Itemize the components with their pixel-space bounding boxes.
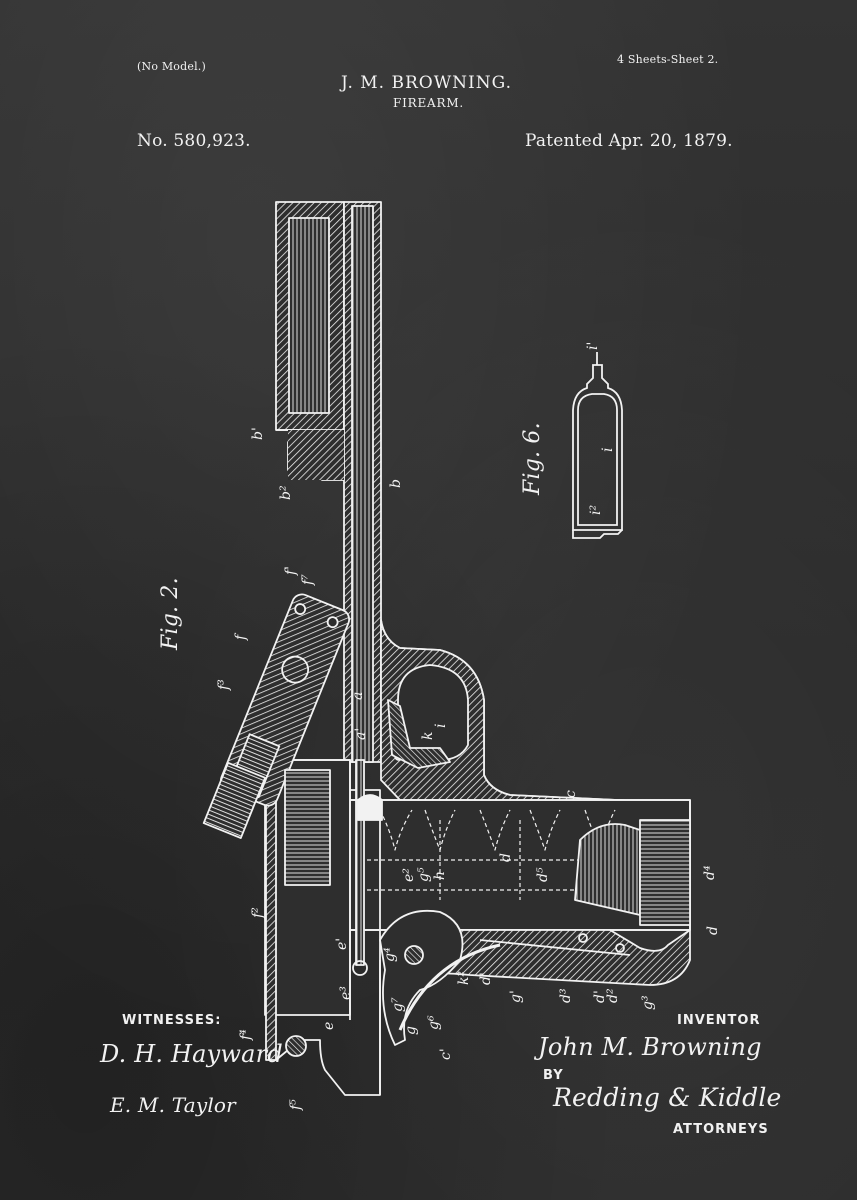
svg-text:c: c [563,790,579,798]
inventor-heading: J. M. BROWNING. [340,73,513,93]
inventor-label: INVENTOR [677,1013,761,1028]
svg-text:e: e [321,1022,337,1030]
svg-text:b': b' [250,427,266,440]
svg-text:f⁵: f⁵ [288,1099,304,1111]
svg-text:d': d' [592,990,608,1003]
svg-text:e²: e² [401,868,417,882]
fig2-pistol [202,201,691,1096]
svg-text:f³: f³ [216,679,232,691]
witness-signature-2: E. M. Taylor [110,1093,236,1117]
svg-text:a: a [350,692,366,700]
svg-text:i': i' [585,342,601,350]
svg-text:d⁴: d⁴ [702,865,718,880]
svg-text:i: i [433,724,449,728]
svg-text:b: b [388,479,404,488]
svg-text:g': g' [508,990,524,1003]
attorneys-label: ATTORNEYS [673,1122,769,1137]
svg-text:e³: e³ [338,986,354,1000]
inventor-signature: John M. Browning [538,1033,762,1061]
svg-text:b²: b² [278,485,294,500]
svg-text:f⁷: f⁷ [300,574,316,586]
svg-text:k²: k² [456,971,472,985]
svg-text:f⁴: f⁴ [238,1029,254,1041]
svg-text:f: f [233,632,249,641]
model-note: (No Model.) [137,60,206,73]
sheet-info: 4 Sheets-Sheet 2. [617,53,719,66]
svg-text:d⁵: d⁵ [535,867,551,882]
svg-text:a': a' [353,728,369,740]
svg-text:i: i [600,448,616,452]
patent-date: Patented Apr. 20, 1879. [525,131,733,151]
svg-text:g³: g³ [640,995,656,1010]
svg-text:g⁵: g⁵ [416,867,432,882]
svg-text:d: d [498,853,514,862]
svg-text:h: h [432,871,448,880]
svg-text:d: d [705,926,721,935]
svg-text:e': e' [334,938,350,950]
patent-subject: FIREARM. [392,96,465,110]
svg-text:g⁴: g⁴ [382,947,398,962]
fig6-cartridge [572,352,623,539]
patent-number: No. 580,923. [137,131,251,151]
svg-text:d²: d² [605,988,621,1003]
svg-text:i²: i² [588,505,604,515]
svg-text:g: g [403,1026,419,1035]
witnesses-label: WITNESSES: [122,1013,222,1028]
svg-text:g⁷: g⁷ [390,997,406,1012]
svg-text:g⁶: g⁶ [426,1015,442,1030]
reference-letters: i' i i² b' b² b f' f⁷ f f³ f² a a' k i c… [216,342,721,1111]
svg-text:d': d' [478,972,494,985]
svg-text:f²: f² [250,907,266,919]
svg-text:c': c' [438,1048,454,1060]
attorneys-signature: Redding & Kiddle [553,1083,782,1112]
svg-text:d³: d³ [558,988,574,1003]
witness-signature-1: D. H. Hayward [100,1040,283,1068]
svg-text:k: k [420,732,436,740]
by-label: BY [543,1068,564,1083]
svg-text:f': f' [283,566,299,576]
